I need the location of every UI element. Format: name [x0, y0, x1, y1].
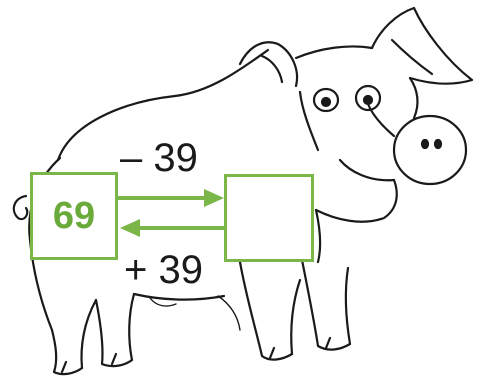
- start-number-box: 69: [30, 172, 118, 260]
- start-number: 69: [52, 194, 96, 237]
- answer-box[interactable]: [224, 174, 314, 262]
- minus-operation-label: – 39: [120, 136, 198, 180]
- plus-operation-label: + 39: [124, 248, 203, 292]
